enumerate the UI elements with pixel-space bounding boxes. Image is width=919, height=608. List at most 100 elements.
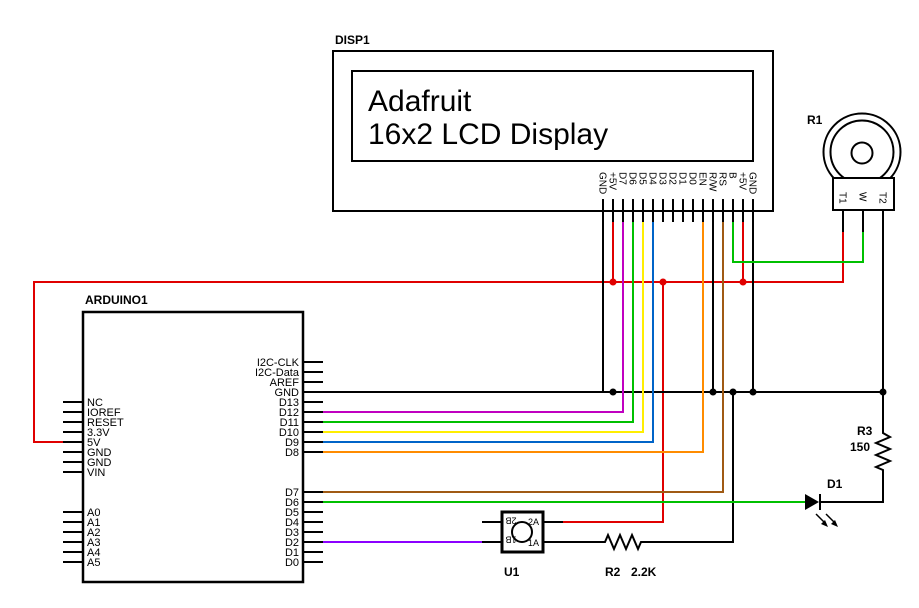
arduino-pin-label: A0 <box>87 507 100 519</box>
arduino-pin-label: GND <box>87 457 112 469</box>
arduino-pin-label: 3.3V <box>87 427 110 439</box>
lcd-screen-line1: Adafruit <box>368 85 472 118</box>
wire-5v-to-u1-2a <box>563 282 664 523</box>
arduino-pin-label: D10 <box>279 427 299 439</box>
arduino-pin-label: D7 <box>285 487 299 499</box>
arduino-pin-label: D2 <box>285 537 299 549</box>
arduino-pin-label: GND <box>87 447 112 459</box>
u1-designator: U1 <box>504 565 520 579</box>
junction-dot <box>659 278 667 286</box>
resistor-r3: R3 150 <box>850 424 873 454</box>
arduino-pin-label: A5 <box>87 557 100 569</box>
pot-pin-label: W <box>857 192 868 202</box>
arduino-pin-label: GND <box>275 387 300 399</box>
junction-dot <box>609 388 617 396</box>
r1-designator: R1 <box>807 113 823 127</box>
arduino-pin-label: 5V <box>87 437 101 449</box>
u1-pin-label: 2A <box>528 517 539 527</box>
u1-pin-label: 1B <box>505 535 516 545</box>
lcd-pin-label: GND <box>597 172 608 194</box>
arduino-pin-label: D9 <box>285 437 299 449</box>
r3-designator: R3 <box>857 424 873 438</box>
lcd-pin-label: D0 <box>687 172 698 185</box>
lcd-designator: DISP1 <box>335 33 370 47</box>
potentiometer-r1: R1 T1 W T2 <box>807 112 902 232</box>
wire-d12-lcd-d7 <box>323 222 624 413</box>
pot-terminal-block <box>832 177 895 211</box>
arduino-pin-label: A2 <box>87 527 100 539</box>
lcd-pin-label: D2 <box>667 172 678 185</box>
lcd-pins: GND +5V D7 D6 D5 D4 D3 D2 D1 D0 EN R/W R… <box>597 172 758 222</box>
lcd-pin-label: D7 <box>617 172 628 185</box>
resistor-r2: R2 2.2K <box>605 565 657 579</box>
arduino-pin-label: D1 <box>285 547 299 559</box>
arduino-pin-label: I2C-Data <box>255 367 300 379</box>
arduino-pin-label: I2C-CLK <box>257 357 300 369</box>
arduino-pin-label: D6 <box>285 497 299 509</box>
lcd-pin-label: D6 <box>627 172 638 185</box>
wire-gnd-to-r2 <box>543 392 734 552</box>
d1-designator: D1 <box>827 477 843 491</box>
pot-pin-label: T1 <box>837 192 848 204</box>
junction-dot <box>879 388 887 396</box>
junction-dot <box>749 388 757 396</box>
wires <box>33 210 893 552</box>
arduino-pin-label: D12 <box>279 407 299 419</box>
lcd-screen <box>351 70 754 162</box>
junction-dot <box>709 388 717 396</box>
arduino-pin-label: NC <box>87 397 103 409</box>
lcd-pin-label: D4 <box>647 172 658 185</box>
arduino-right-pins: I2C-CLK I2C-Data AREF GND D13 D12 D11 D1… <box>255 357 323 569</box>
arduino-pin-label: D5 <box>285 507 299 519</box>
led-emission-arrows-icon <box>815 513 838 527</box>
arduino-pin-label: D4 <box>285 517 299 529</box>
wire-pot-t2-r3-led <box>820 210 893 503</box>
arduino-pin-label: A3 <box>87 537 100 549</box>
lcd-pin-label: D5 <box>637 172 648 185</box>
lcd-pin-label: R/W <box>707 172 718 192</box>
wire-d10-lcd-d5 <box>323 222 644 433</box>
lcd-pin-label: RS <box>717 172 728 186</box>
arduino-pin-label: A1 <box>87 517 100 529</box>
arduino-pin-label: D11 <box>280 417 299 429</box>
pot-knob <box>850 141 874 165</box>
lcd-screen-line2: 16x2 LCD Display <box>368 118 608 151</box>
lcd-pin-label: B <box>727 172 738 179</box>
lcd-pin-label: D1 <box>677 172 688 185</box>
junction-dot <box>739 278 747 286</box>
arduino-pin-label: IOREF <box>87 407 121 419</box>
wire-5v-main <box>33 232 844 443</box>
lcd-pin-label: D3 <box>657 172 668 185</box>
r2-value: 2.2K <box>631 565 657 579</box>
arduino-left-pins: NC IOREF RESET 3.3V 5V GND GND VIN A0 A1… <box>63 397 124 569</box>
r2-designator: R2 <box>605 565 621 579</box>
arduino-pin-label: D3 <box>285 527 299 539</box>
lcd-body <box>332 50 774 212</box>
arduino-pin-label: VIN <box>87 467 105 479</box>
junction-dot <box>729 388 737 396</box>
junction-dot <box>609 278 617 286</box>
lcd-display-disp1: DISP1 Adafruit 16x2 LCD Display GND +5V … <box>332 33 774 222</box>
arduino-pin-label: RESET <box>87 417 124 429</box>
wire-pot-wiper-lcd-b <box>732 222 864 263</box>
wire-d11-lcd-d6 <box>323 222 634 423</box>
arduino-pin-label: D8 <box>285 447 299 459</box>
led-anode-triangle <box>805 494 819 510</box>
led-d1: D1 <box>805 477 843 527</box>
lcd-pin-label: +5V <box>737 172 748 190</box>
arduino-pin-label: A4 <box>87 547 100 559</box>
arduino-body <box>81 310 305 584</box>
wire-d9-lcd-d4 <box>323 222 654 443</box>
u1-pin-label: 2B <box>505 516 516 526</box>
lcd-pin-label: EN <box>697 172 708 186</box>
arduino-pin-label: D0 <box>285 557 299 569</box>
component-u1: 2B 2A 1B 1A U1 <box>482 510 563 579</box>
pot-pin-label: T2 <box>877 192 888 204</box>
arduino-pin-label: D13 <box>279 397 299 409</box>
wire-d7-lcd-rs <box>323 222 724 493</box>
arduino-pin-label: AREF <box>270 377 300 389</box>
u1-circle-symbol <box>511 521 533 543</box>
u1-pin-label: 1A <box>528 538 539 548</box>
u1-body <box>500 510 545 554</box>
